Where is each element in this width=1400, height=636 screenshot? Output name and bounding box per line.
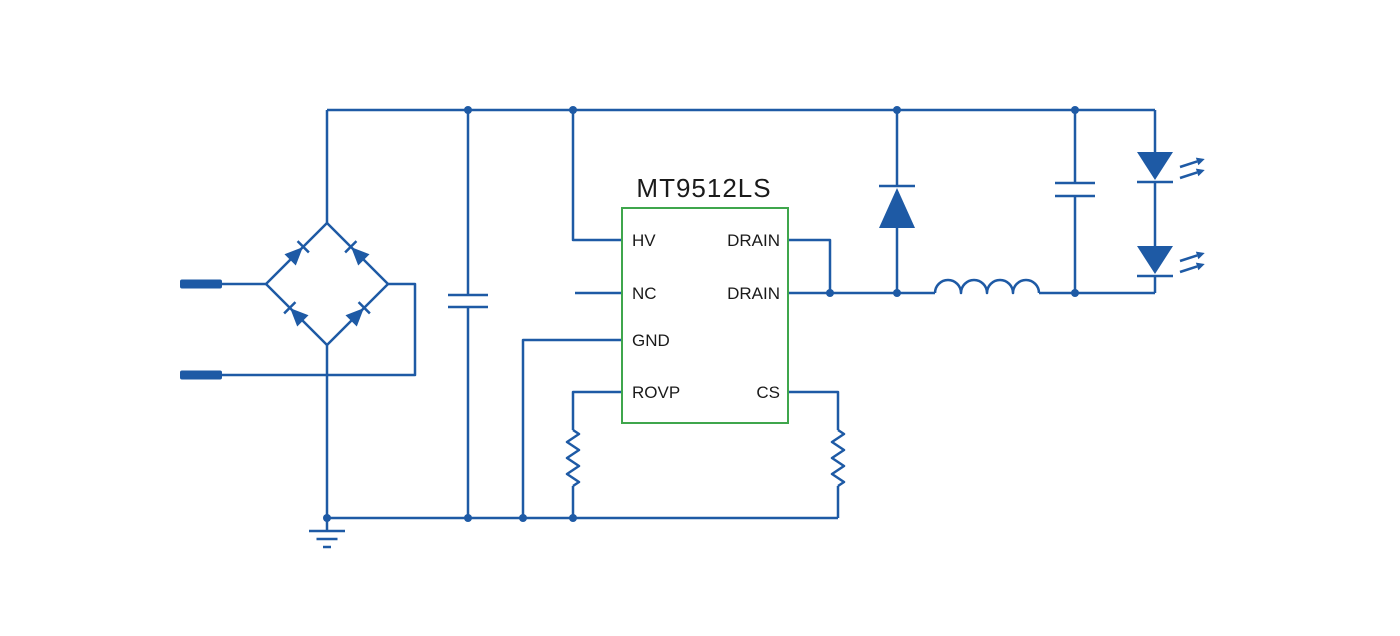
bridge-diode-icon xyxy=(283,301,309,327)
junction-dot xyxy=(569,106,577,114)
rovp-resistor-icon xyxy=(565,428,581,488)
led-1-icon xyxy=(1137,152,1205,184)
ac-terminal-top xyxy=(180,279,222,289)
junction-dot xyxy=(1071,289,1079,297)
ic-title: MT9512LS xyxy=(636,173,771,203)
input-capacitor-icon xyxy=(448,110,488,518)
drain1-pin-wire xyxy=(788,238,832,293)
junction-dot xyxy=(826,289,834,297)
bridge-diamond xyxy=(264,221,390,347)
rovp-pin-wire xyxy=(571,390,622,518)
ic-outline xyxy=(621,207,789,424)
junction-dots xyxy=(323,106,1079,522)
ground-icon xyxy=(309,529,345,549)
pin-label-nc: NC xyxy=(632,284,657,303)
pin-label-rovp: ROVP xyxy=(632,383,680,402)
gnd-pin-wire xyxy=(521,338,622,518)
inductor-icon xyxy=(933,278,1041,295)
pin-label-cs: CS xyxy=(756,383,780,402)
ac-terminal-bottom xyxy=(180,370,222,380)
junction-dot xyxy=(1071,106,1079,114)
bridge-diode-icon xyxy=(344,240,370,266)
ac-input-terminals xyxy=(180,279,222,380)
pin-label-drain-2: DRAIN xyxy=(727,284,780,303)
bridge-diode-icon xyxy=(284,240,310,266)
ac-bottom-lead-wire xyxy=(222,282,417,377)
pin-label-drain-1: DRAIN xyxy=(727,231,780,250)
bridge-rectifier xyxy=(264,221,390,347)
freewheel-diode-icon xyxy=(879,110,915,293)
cs-resistor-icon xyxy=(830,428,846,488)
junction-dot xyxy=(464,106,472,114)
cs-pin-wire xyxy=(788,390,840,518)
junction-dot xyxy=(893,106,901,114)
junction-dot xyxy=(519,514,527,522)
junction-dot xyxy=(323,514,331,522)
hv-pin-wire xyxy=(571,110,622,242)
pin-label-gnd: GND xyxy=(632,331,670,350)
pin-label-hv: HV xyxy=(632,231,656,250)
junction-dot xyxy=(569,514,577,522)
led-2-icon xyxy=(1137,246,1205,278)
led-string xyxy=(1137,110,1205,293)
junction-dot xyxy=(464,514,472,522)
output-capacitor-icon xyxy=(1055,110,1095,293)
bridge-diode-icon xyxy=(345,301,371,327)
wiring xyxy=(222,108,1155,531)
ic-mt9512ls: MT9512LS HV NC GND ROVP DRAIN DRAIN CS xyxy=(621,173,789,424)
junction-dot xyxy=(893,289,901,297)
